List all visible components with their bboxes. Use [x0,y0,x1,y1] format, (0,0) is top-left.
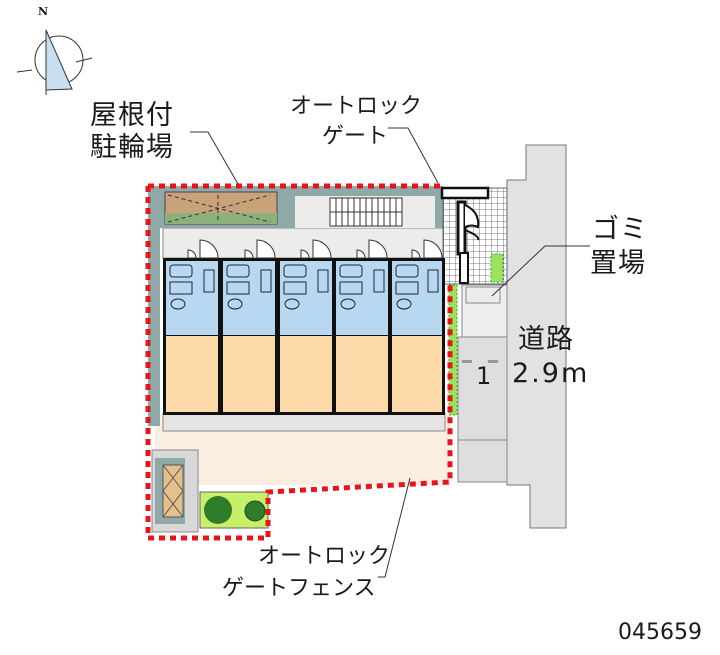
garbage-label-line1: ゴミ [592,214,648,245]
compass-icon [16,29,93,95]
bike-parking [164,191,278,225]
garden [199,491,269,529]
parking-area [457,336,508,483]
bike-parking-label-line1: 屋根付 [90,100,174,131]
bike-parking-label-line2: 駐輪場 [90,132,174,163]
autolock-fence-label-line1: オートロック [258,544,391,569]
leader-lines [190,127,590,578]
parking-space-number: 1 [476,362,493,390]
garbage-label-line2: 置場 [590,248,646,279]
planter-small [490,253,504,283]
stairs [295,196,435,228]
garbage-area [461,284,508,338]
road [506,144,567,529]
autolock-gate [440,186,490,284]
autolock-gate-label-line2: ゲート [322,124,389,149]
autolock-gate-label-line1: オートロック [290,94,423,119]
fence [145,183,453,541]
storage [151,449,199,533]
balcony-strip [162,412,446,432]
road-label: 道路 [518,324,574,355]
road-width-label: 2.9m [512,358,590,389]
units [163,239,445,415]
autolock-fence-label-line2: ゲートフェンス [222,576,376,601]
property-id: 045659 [618,620,702,645]
compass-north-label: N [38,5,49,18]
hedge [448,284,458,416]
